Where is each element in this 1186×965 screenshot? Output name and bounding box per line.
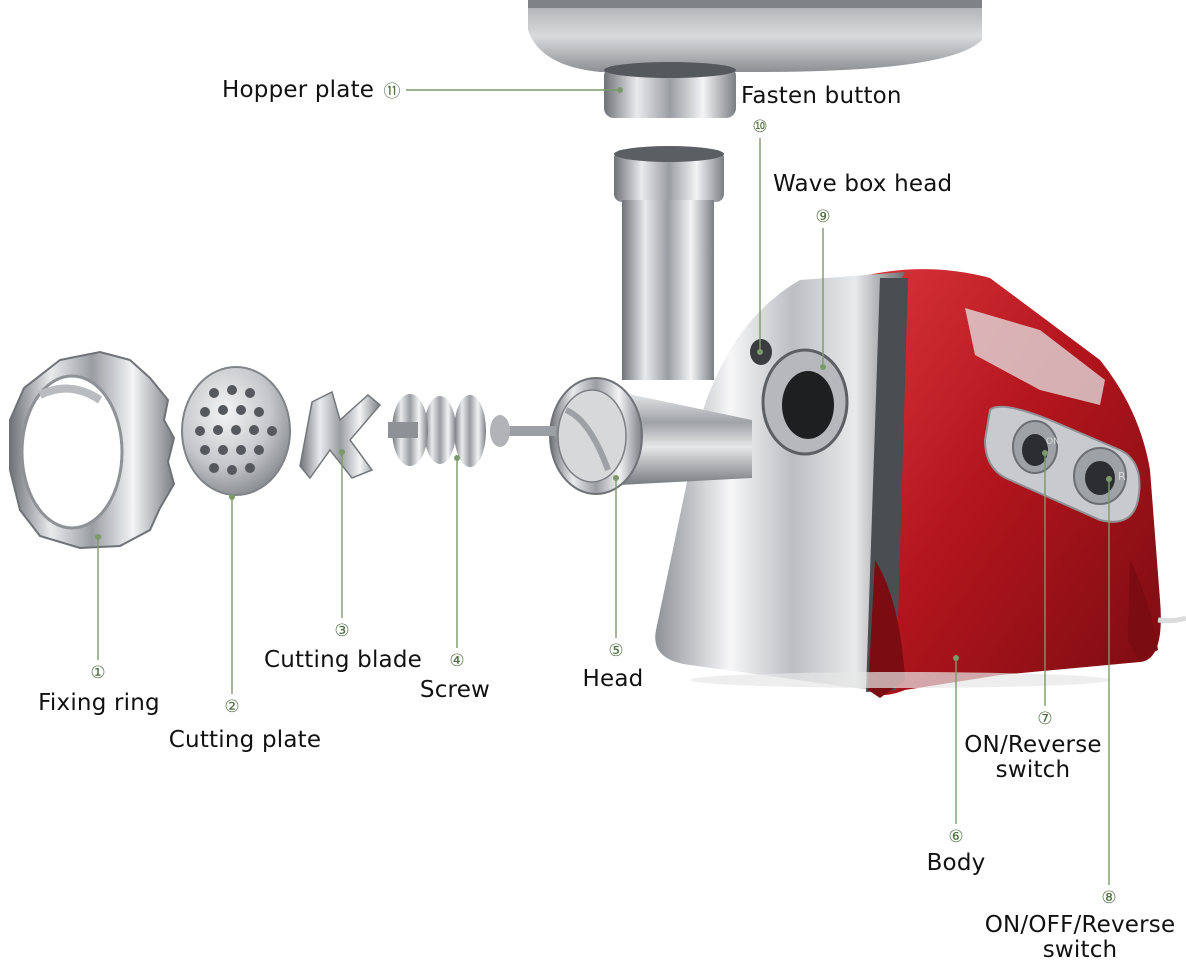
grinder-body bbox=[655, 269, 1161, 698]
on-switch-text: ON bbox=[1046, 437, 1060, 447]
callout-number-9: ⑨ bbox=[815, 207, 830, 227]
cutting-plate-part bbox=[181, 366, 291, 496]
reverse-switch-text: R bbox=[1118, 470, 1126, 483]
label-on-off-reverse-switch: ON/OFF/Reverse switch bbox=[984, 912, 1176, 963]
label-cutting-plate: Cutting plate bbox=[168, 727, 322, 753]
label-head: Head bbox=[582, 666, 644, 692]
callout-number-2: ② bbox=[224, 697, 239, 717]
screw-part bbox=[388, 394, 556, 467]
label-fasten-button: Fasten button bbox=[741, 83, 902, 109]
label-screw: Screw bbox=[419, 677, 491, 703]
callout-number-3: ③ bbox=[334, 621, 349, 641]
callout-number-10: ⑩ bbox=[752, 117, 767, 137]
label-fixing-ring: Fixing ring bbox=[38, 690, 160, 716]
callout-numbers: ① ② ③ ④ ⑤ ⑥ ⑦ ⑧ ⑨ ⑩ ⑪ bbox=[90, 82, 1116, 908]
callout-number-11: ⑪ bbox=[384, 82, 401, 102]
power-cord bbox=[1157, 615, 1186, 624]
callout-number-4: ④ bbox=[449, 651, 464, 671]
head-neck bbox=[614, 146, 724, 380]
callout-number-1: ① bbox=[90, 663, 105, 683]
label-hopper-plate: Hopper plate bbox=[222, 77, 375, 103]
callout-number-8: ⑧ bbox=[1101, 888, 1116, 908]
label-wave-box-head: Wave box head bbox=[773, 171, 953, 197]
label-cutting-blade: Cutting blade bbox=[264, 647, 422, 673]
callout-number-7: ⑦ bbox=[1037, 709, 1052, 729]
grinder-head bbox=[549, 377, 752, 495]
callout-number-6: ⑥ bbox=[948, 827, 963, 847]
cutting-blade-part bbox=[299, 390, 382, 480]
label-on-reverse-switch: ON/Reverse switch bbox=[964, 732, 1102, 783]
fixing-ring-part bbox=[9, 350, 176, 550]
leader-lines bbox=[97, 89, 1110, 885]
leader-dots bbox=[95, 87, 1112, 661]
hopper-tray bbox=[528, 0, 982, 118]
callout-number-5: ⑤ bbox=[608, 641, 623, 661]
label-body: Body bbox=[926, 850, 986, 876]
